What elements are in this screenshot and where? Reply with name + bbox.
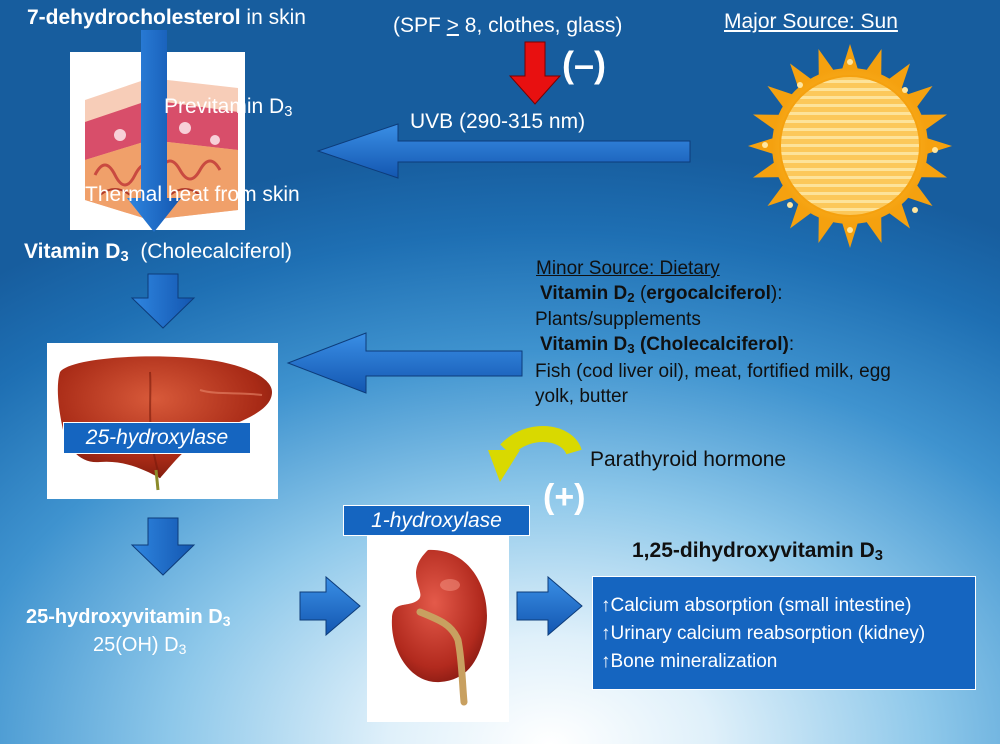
vitamin-d3-label: Vitamin D3 (Cholecalciferol) [24,240,293,265]
inhibit-sign: (–) [562,44,606,85]
sunblock-note: (SPF > 8, clothes, glass) [393,14,623,37]
previtamin-label: Previtamin D3 [164,95,293,120]
calcitriol-name: 1,25-dihydroxyvitamin D3 [632,539,883,564]
liver-to-calcidiol-arrow [130,517,196,576]
d3-to-liver-arrow [130,273,196,329]
major-source-heading: Major Source: Sun [724,10,898,33]
kidney-to-calcitriol-arrow [516,575,583,637]
calcitriol-effects-box: ↑Calcium absorption (small intestine) ↑U… [592,576,976,690]
sun-ray [921,136,952,156]
thermal-heat-label: Thermal heat from skin [85,183,300,206]
uvb-arrow [316,123,691,179]
dietary-d2-sources: Plants/supplements [535,309,701,330]
calcidiol-abbr: 25(OH) D3 [93,634,187,657]
effect-urinary-reabsorption: ↑Urinary calcium reabsorption (kidney) [601,623,926,644]
calcidiol-name: 25-hydroxyvitamin D3 [26,606,231,629]
skin-source-label: 7-dehydrocholesterol in skin [27,6,306,29]
parathyroid-hormone-label: Parathyroid hormone [590,448,787,471]
skin-conversion-arrow [127,30,181,232]
dietary-d3-title: Vitamin D3 (Cholecalciferol): [540,334,795,356]
calcidiol-to-kidney-arrow [299,575,361,637]
kidney-enzyme-box: 1-hydroxylase [343,505,530,536]
effect-calcium-absorption: ↑Calcium absorption (small intestine) [601,595,912,616]
uvb-label: UVB (290-315 nm) [410,110,586,133]
dietary-arrow [286,332,523,394]
dietary-d2-title: Vitamin D2 (ergocalciferol): [540,283,783,305]
stimulate-sign: (+) [543,478,586,516]
sun-illustration [748,44,952,248]
dietary-d3-sources-line2: yolk, butter [535,386,628,407]
inhibit-arrow [508,41,562,105]
kidney-illustration [391,549,487,706]
liver-enzyme-box: 25-hydroxylase [63,422,251,454]
effect-bone-mineralization: ↑Bone mineralization [601,651,778,672]
dietary-d3-sources-line1: Fish (cod liver oil), meat, fortified mi… [535,361,891,382]
minor-source-heading: Minor Source: Dietary [536,258,720,279]
stimulate-arrow [488,426,582,482]
